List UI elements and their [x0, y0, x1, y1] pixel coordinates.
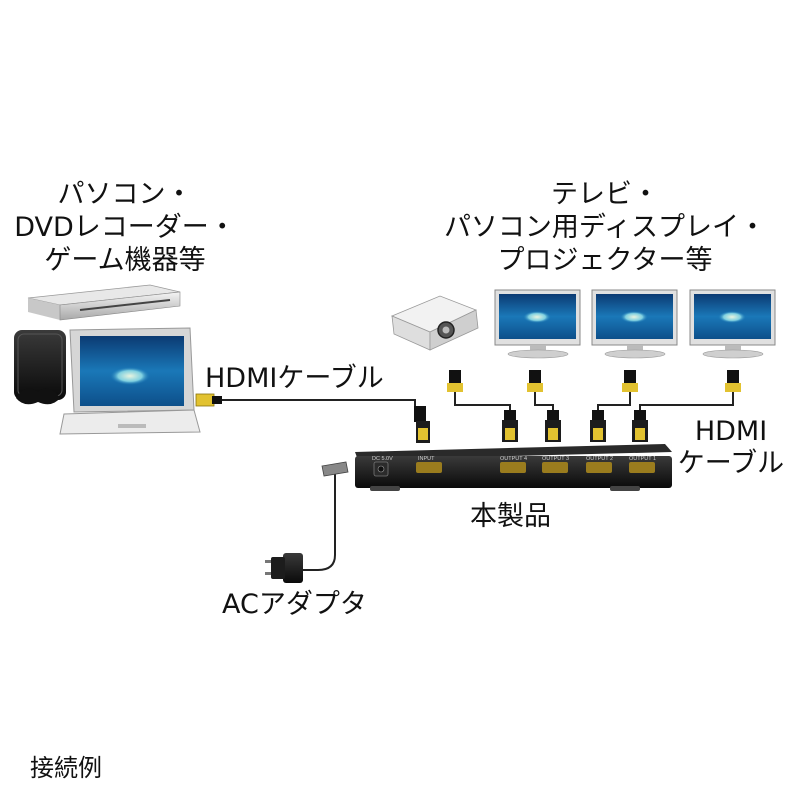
source-label-line-3: ゲーム機器等: [44, 245, 206, 276]
output-2-port-label: OUTPUT 2: [586, 456, 613, 462]
output-1-port-label: OUTPUT 1: [629, 456, 656, 462]
hdmi-cable-label-left: HDMIケーブル: [205, 363, 384, 394]
hdmi-cable-label-right: HDMI ケーブル: [676, 416, 786, 480]
hdmi-cable-right-line-1: HDMI: [694, 416, 768, 447]
monitor-plug-3: [622, 370, 638, 392]
product-label: 本製品: [470, 501, 551, 532]
output-4-port-label: OUTPUT 4: [500, 456, 527, 462]
hdmi-splitter-device: DC 5.0V INPUT OUTPUT 4 OUTPUT 3 OUTPUT 2…: [355, 444, 672, 491]
figure-caption: 接続例: [30, 754, 102, 782]
source-devices-label: パソコン・ DVDレコーダー・ ゲーム機器等: [5, 178, 245, 277]
dvd-recorder-icon: [27, 284, 181, 321]
output-plug-1: [632, 410, 648, 442]
display-label-line-2: パソコン用ディスプレイ・: [443, 212, 767, 243]
projector-icon: [390, 295, 479, 351]
monitor-2-icon: [591, 289, 678, 359]
monitor-plug-4: [725, 370, 741, 392]
hdmi-connectors: [195, 370, 741, 443]
monitor-plug-2: [527, 370, 543, 392]
hdmi-cable-right-line-2: ケーブル: [677, 448, 785, 479]
input-hdmi-plug: [414, 406, 430, 443]
display-label-line-1: テレビ・: [551, 179, 659, 210]
output-plug-3: [545, 410, 561, 442]
game-console-icon: [14, 330, 66, 405]
output-port-1: OUTPUT 1: [629, 456, 656, 473]
input-port-label: INPUT: [418, 456, 435, 462]
laptop-hdmi-plug: [195, 393, 222, 407]
source-label-line-1: パソコン・: [57, 179, 193, 210]
output-port-4: OUTPUT 4: [500, 456, 527, 473]
ac-adapter-icon: [265, 553, 303, 583]
input-port: INPUT: [416, 456, 442, 473]
monitor-3-icon: [689, 289, 776, 359]
dc-plug-icon: [321, 461, 349, 477]
monitor-plug-1: [447, 370, 463, 392]
display-devices-label: テレビ・ パソコン用ディスプレイ・ プロジェクター等: [440, 178, 770, 277]
output-port-2: OUTPUT 2: [586, 456, 613, 473]
monitor-1-icon: [494, 289, 581, 359]
source-label-line-2: DVDレコーダー・: [14, 212, 236, 243]
output-plug-2: [590, 410, 606, 442]
output-port-3: OUTPUT 3: [542, 456, 569, 473]
laptop-icon: [59, 327, 201, 435]
output-plug-4: [502, 410, 518, 442]
power-port-label: DC 5.0V: [372, 456, 393, 462]
output-3-port-label: OUTPUT 3: [542, 456, 569, 462]
display-label-line-3: プロジェクター等: [497, 245, 713, 276]
ac-adapter-label: ACアダプタ: [222, 589, 367, 620]
